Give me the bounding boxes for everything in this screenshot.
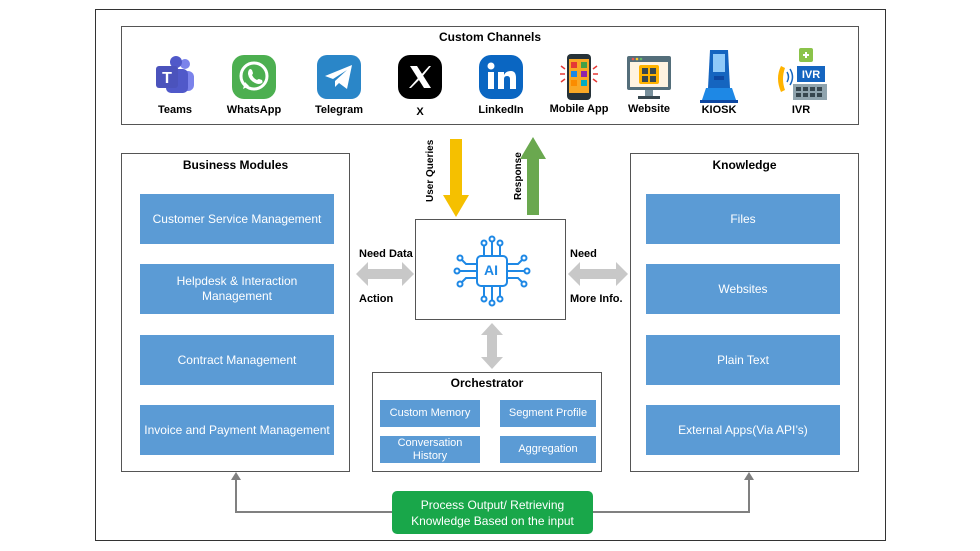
need-label: Need [570,248,597,260]
whatsapp-icon [232,55,276,99]
orchestrator-segment-profile: Segment Profile [500,400,596,427]
channel-x-label: X [416,106,424,118]
channel-mobile-app-label: Mobile App [549,103,609,115]
need-data-label: Need Data [359,248,413,260]
channel-ivr: IVR IVR [761,46,841,116]
module-invoice-payment: Invoice and Payment Management [140,405,334,455]
channel-ivr-label: IVR [791,104,811,116]
orchestrator-link-arrow [481,323,503,369]
process-connector-lines [231,472,754,513]
ivr-icon: IVR [778,48,827,100]
custom-channels-title: Custom Channels [438,30,541,44]
knowledge-external-apps: External Apps(Via API’s) [646,405,840,455]
action-label: Action [359,293,394,305]
diagram-frame [95,9,886,541]
channel-kiosk: KIOSK [679,48,759,116]
telegram-icon [317,55,361,99]
knowledge-title: Knowledge [712,158,777,172]
orchestrator-title: Orchestrator [450,376,524,390]
module-contract: Contract Management [140,335,334,385]
channel-whatsapp-label: WhatsApp [226,104,282,116]
x-icon [398,55,442,99]
module-customer-service: Customer Service Management [140,194,334,244]
website-icon [627,56,671,99]
mobile-app-icon [560,54,598,100]
module-helpdesk: Helpdesk & Interaction Management [140,264,334,314]
orchestrator-conversation-history: Conversation History [380,436,480,463]
linkedin-icon [479,55,523,99]
business-modules-title: Business Modules [182,158,289,172]
teams-icon: T [156,56,194,93]
knowledge-websites: Websites [646,264,840,314]
ai-chip-icon [453,235,531,307]
ai-label: AI [484,262,498,278]
channel-website-label: Website [628,103,670,115]
channel-teams-label: Teams [157,104,193,116]
knowledge-plain-text: Plain Text [646,335,840,385]
kiosk-icon [700,50,738,103]
need-more-info-arrow [568,262,628,286]
user-queries-arrow [443,139,469,217]
knowledge-files: Files [646,194,840,244]
channel-kiosk-label: KIOSK [701,104,737,116]
response-label: Response [513,152,524,200]
more-info-label: More Info. [570,293,623,305]
channel-website: Website [609,52,689,115]
process-output-box: Process Output/ Retrieving Knowledge Bas… [392,491,593,534]
process-output-line2: Knowledge Based on the input [411,513,574,528]
channel-mobile-app: Mobile App [539,52,619,115]
user-queries-label: User Queries [425,139,436,202]
ai-engine-box [415,219,566,320]
channel-teams: T Teams [135,54,215,116]
response-arrow [520,137,546,215]
svg-text:IVR: IVR [802,69,820,81]
channel-linkedin: LinkedIn [461,54,541,116]
channel-linkedin-label: LinkedIn [478,104,524,116]
channel-telegram: Telegram [299,54,379,116]
channel-x: X [380,54,460,118]
orchestrator-aggregation: Aggregation [500,436,596,463]
channel-telegram-label: Telegram [314,104,364,116]
need-data-arrow [356,262,414,286]
orchestrator-custom-memory: Custom Memory [380,400,480,427]
channel-whatsapp: WhatsApp [214,54,294,116]
svg-text:T: T [162,70,172,87]
process-output-line1: Process Output/ Retrieving [420,497,565,512]
